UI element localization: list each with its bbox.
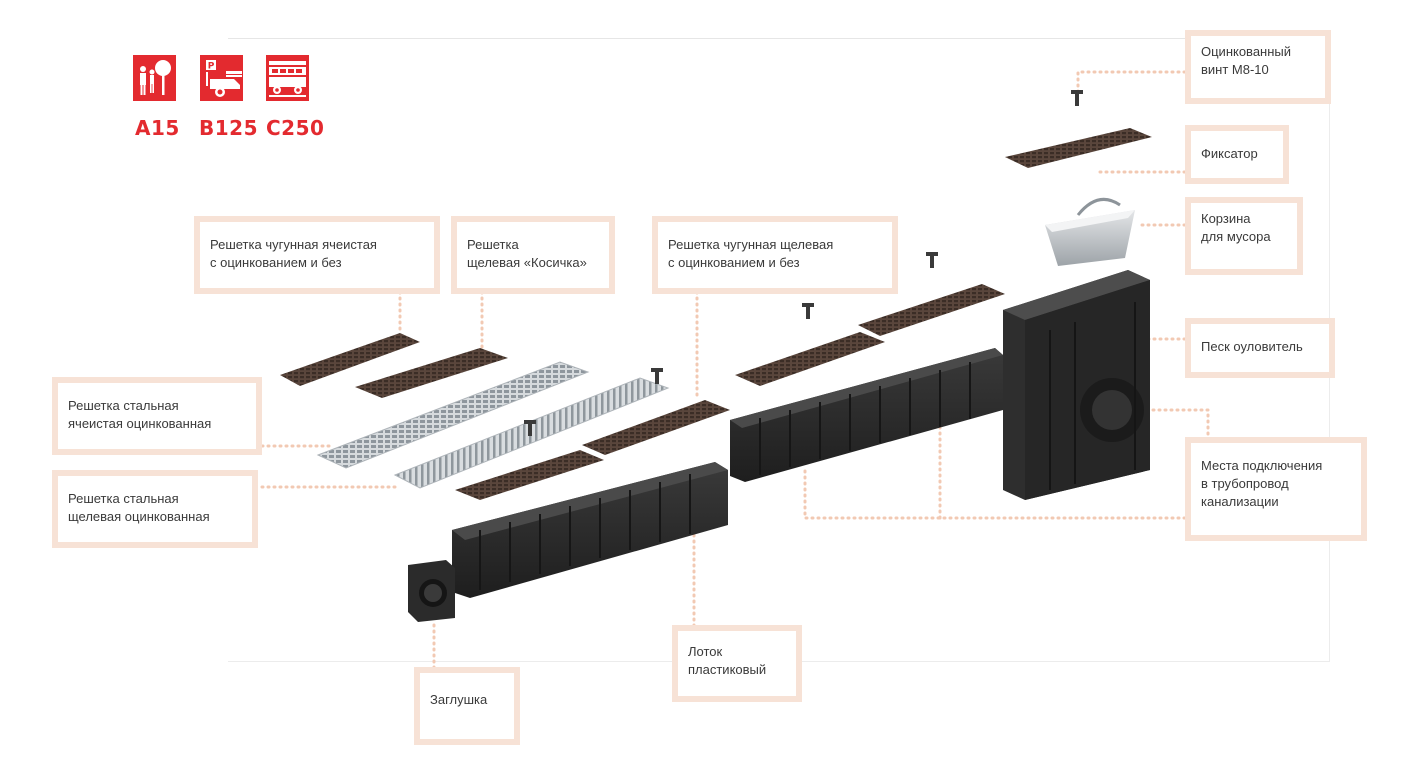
label-zinc-screw: Оцинкованный винт М8-10 bbox=[1185, 30, 1331, 104]
zinc-screws bbox=[524, 90, 1083, 436]
trash-basket-part bbox=[1045, 197, 1135, 266]
end-cap-part bbox=[408, 560, 455, 622]
parking-car-icon: P bbox=[200, 55, 243, 101]
slot-grate-kosichka-part bbox=[355, 348, 508, 398]
label-pipe-connection: Места подключения в трубопровод канализа… bbox=[1185, 437, 1367, 541]
fixator-grate-part bbox=[1005, 128, 1152, 168]
sand-trap-part bbox=[1003, 270, 1150, 500]
label-fixator: Фиксатор bbox=[1185, 125, 1289, 184]
label-slot-grate-kosichka: Решетка щелевая «Косичка» bbox=[451, 216, 615, 294]
label-cast-iron-slot-grate: Решетка чугунная щелевая с оцинкованием … bbox=[652, 216, 898, 294]
bus-icon bbox=[266, 55, 309, 101]
plastic-channel-right bbox=[730, 348, 1003, 482]
steel-cell-grate-part bbox=[316, 361, 590, 469]
label-end-cap: Заглушка bbox=[414, 667, 520, 745]
label-steel-slot-grate: Решетка стальная щелевая оцинкованная bbox=[52, 470, 258, 548]
label-plastic-channel: Лоток пластиковый bbox=[672, 625, 802, 702]
label-trash-basket: Корзина для мусора bbox=[1185, 197, 1303, 275]
label-steel-cell-grate: Решетка стальная ячеистая оцинкованная bbox=[52, 377, 262, 455]
cast-iron-slot-grate-right bbox=[735, 284, 1005, 386]
load-class-c250: C250 bbox=[266, 116, 325, 140]
load-class-a15: A15 bbox=[135, 116, 180, 140]
label-cast-iron-cell-grate: Решетка чугунная ячеистая с оцинкованием… bbox=[194, 216, 440, 294]
load-class-b125: B125 bbox=[199, 116, 258, 140]
cast-iron-cell-grate-part bbox=[280, 333, 420, 386]
pedestrian-tree-icon bbox=[133, 55, 176, 101]
plastic-channel-left bbox=[452, 462, 728, 598]
svg-text:P: P bbox=[208, 62, 215, 72]
cast-iron-slot-grate-left bbox=[455, 400, 730, 500]
label-sand-trap: Песк оуловитель bbox=[1185, 318, 1335, 378]
